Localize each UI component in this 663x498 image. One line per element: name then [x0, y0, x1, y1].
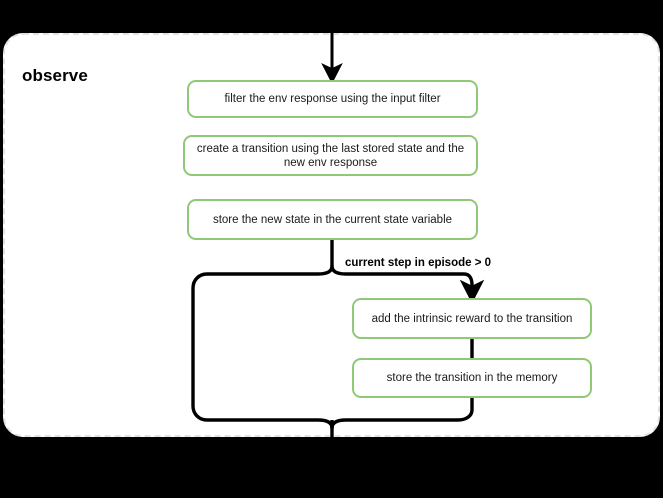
- node-filter-env-response[interactable]: filter the env response using the input …: [187, 80, 478, 118]
- scope-title: observe: [22, 66, 88, 85]
- condition-label: current step in episode > 0: [345, 257, 492, 269]
- node-store-transition[interactable]: store the transition in the memory: [352, 358, 592, 398]
- node-store-new-state[interactable]: store the new state in the current state…: [187, 199, 478, 240]
- node-add-intrinsic-reward[interactable]: add the intrinsic reward to the transiti…: [352, 298, 592, 339]
- node-create-transition[interactable]: create a transition using the last store…: [183, 135, 478, 176]
